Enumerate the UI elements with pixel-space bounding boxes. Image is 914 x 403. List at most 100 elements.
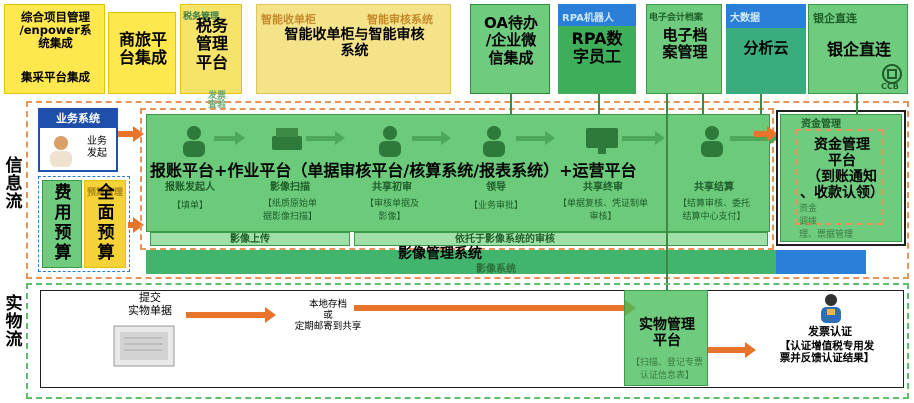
info-flow-label: 信 息 流 (5, 156, 23, 212)
system-smart: 智能收单柜 智能审核系统 智能收单柜与智能审核 系统 (256, 4, 451, 94)
settlement-icon (701, 126, 723, 157)
connector-archive (666, 94, 668, 290)
full-budget-box: 预算管理 全 面 预 算 (84, 180, 126, 268)
invoice-cert-sub: 【认证增值税专用发 票并反馈认证结果】 (779, 340, 875, 365)
step-settlement-sub: 【结算审核、委托 结算中心支付】 (677, 199, 750, 222)
physical-platform-title: 实物管理 平台 (639, 317, 695, 350)
system-tax: 税务管理 税务 管理 平台 (180, 4, 242, 94)
business-system-box: 业务系统 业务 发起 (38, 108, 118, 172)
fund-faint-title: 资金管理 (801, 119, 841, 130)
step-arrow-5 (622, 131, 665, 145)
initiator-icon (183, 126, 205, 157)
fund-box: 资金管理 资金管理 平台 （到账通知 、收款认领） 资金 调拨 理、票据管理 (780, 114, 902, 242)
system-bigdata-faint: 大数据 (730, 13, 760, 24)
image-upload-band: 影像上传 (150, 232, 350, 246)
connector-bank (856, 94, 858, 114)
connector-rpa (598, 94, 600, 114)
physical-flow-region (26, 283, 909, 399)
system-bank: 银企直连 银企直连 CCB (808, 4, 908, 94)
step-settlement: 共享结算 【结算审核、委托 结算中心支付】 (660, 120, 768, 230)
business-initiate-label: 业务 发起 (87, 136, 107, 159)
submit-arrow (186, 307, 276, 323)
budget-to-platform-arrow (128, 217, 144, 233)
local-archive-label: 本地存档 或 定期邮寄到共享 (294, 299, 362, 332)
fund-platform-title: 资金管理 平台 （到账通知 、收款认领） (800, 137, 884, 202)
info-flow-region (26, 101, 909, 279)
connector-oa (510, 94, 512, 114)
system-rpa-faint: RPA机器人 (562, 13, 614, 24)
fund-faint-sub: 资金 调拨 理、票据管理 (799, 204, 854, 240)
platform-to-invoice-arrow (708, 342, 756, 358)
system-bank-title: 银企直连 (826, 40, 891, 59)
platform-to-fund-arrow (754, 126, 778, 142)
step-initiator: 报账发起人 【填单】 (150, 120, 240, 230)
image-review-label: 依托于影像系统的审核 (455, 234, 555, 245)
system-archive-faint: 电子会计档案 (649, 13, 704, 23)
system-smart-faint-left: 智能收单柜 (261, 13, 316, 26)
documents-icon (112, 322, 178, 370)
physical-flow-label: 实 物 流 (5, 294, 23, 350)
image-system-faint: 影像系统 (476, 264, 516, 275)
scanner-icon (272, 128, 302, 150)
step-leader-title: 领导 (486, 182, 506, 193)
step-initiator-sub: 【填单】 (171, 201, 208, 211)
system-bigdata-title: 分析云 (743, 39, 789, 57)
step-final-review-sub: 【单据复核、凭证制单 审核】 (557, 199, 648, 222)
archive-arrow (354, 300, 636, 316)
image-upload-label: 影像上传 (230, 234, 270, 245)
step-first-review-sub: 【审核单据及 影像】 (364, 199, 419, 222)
system-smart-title: 智能收单柜与智能审核 系统 (284, 27, 425, 60)
system-smart-faint-right: 智能审核系统 (367, 13, 433, 26)
auditor-icon (818, 292, 844, 324)
system-integrated: 综合项目管理 /enpower系 统集成 集采平台集成 (4, 4, 105, 94)
main-flow-title: 报账平台+作业平台（单据审核平台/核算系统/报表系统）+运营平台 (150, 161, 637, 180)
step-final-review: 共享终审 【单据复核、凭证制单 审核】 (548, 120, 658, 230)
system-travel: 商旅平 台集成 (108, 12, 176, 94)
connector-bigdata (760, 94, 762, 114)
image-system-band (146, 250, 866, 274)
system-integrated-sub: 集采平台集成 (21, 70, 90, 84)
system-rpa: RPA机器人 RPA数 字员工 (558, 4, 636, 94)
leader-icon (483, 126, 505, 157)
step-first-review: 共享初审 【审核单据及 影像】 (342, 120, 442, 230)
step-first-review-title: 共享初审 (372, 182, 412, 193)
system-integrated-title: 综合项目管理 /enpower系 统集成 (19, 10, 92, 51)
system-bigdata: 大数据 分析云 (726, 4, 806, 94)
step-leader-sub: 【业务审批】 (468, 201, 523, 211)
step-scan: 影像扫描 【纸质原始单 据影像扫描】 (240, 120, 340, 230)
physical-platform-box: 实物管理 平台 【扫描、登记专票 认证信息表】 (624, 290, 708, 386)
image-review-band: 依托于影像系统的审核 (354, 232, 768, 246)
invoice-cert-title: 发票认证 (808, 325, 852, 338)
step-arrow-3 (412, 131, 451, 145)
business-system-label: 业务系统 (40, 110, 116, 128)
step-arrow-2 (306, 131, 345, 145)
step-scan-title: 影像扫描 (270, 182, 310, 193)
bank-logo-icon (879, 63, 905, 89)
invoice-check-faint: 发票 查验 (208, 91, 227, 110)
system-rpa-title: RPA数 字员工 (571, 29, 623, 67)
step-initiator-title: 报账发起人 (165, 182, 215, 193)
step-arrow-4 (516, 131, 555, 145)
full-budget-label: 全 面 预 算 (97, 183, 115, 264)
image-system-title: 影像管理系统 (398, 246, 482, 262)
system-oa-title: OA待办 /企业微 信集成 (484, 14, 538, 67)
expense-budget-label: 费 用 预 算 (54, 183, 72, 264)
step-final-review-title: 共享终审 (583, 182, 623, 193)
connector-archive-2 (702, 94, 704, 114)
computer-icon (586, 128, 618, 154)
step-arrow-1 (214, 131, 245, 145)
process-band-dashed (140, 108, 774, 250)
step-settlement-title: 共享结算 (694, 182, 734, 193)
business-to-platform-arrow (118, 126, 144, 142)
submit-docs-label: 提交 实物单据 (128, 291, 172, 317)
person-icon (46, 134, 76, 168)
budget-faint: 预算管理 (87, 188, 124, 198)
system-oa: OA待办 /企业微 信集成 (470, 4, 550, 94)
bank-logo-text: CCB (881, 82, 899, 91)
system-travel-title: 商旅平 台集成 (118, 30, 167, 68)
reviewer-icon (379, 126, 401, 157)
system-tax-faint: 税务管理 (183, 12, 220, 22)
step-scan-sub: 【纸质原始单 据影像扫描】 (262, 199, 317, 222)
expense-budget-box: 费 用 预 算 (42, 180, 82, 268)
system-tax-title: 税务 管理 平台 (195, 16, 228, 72)
